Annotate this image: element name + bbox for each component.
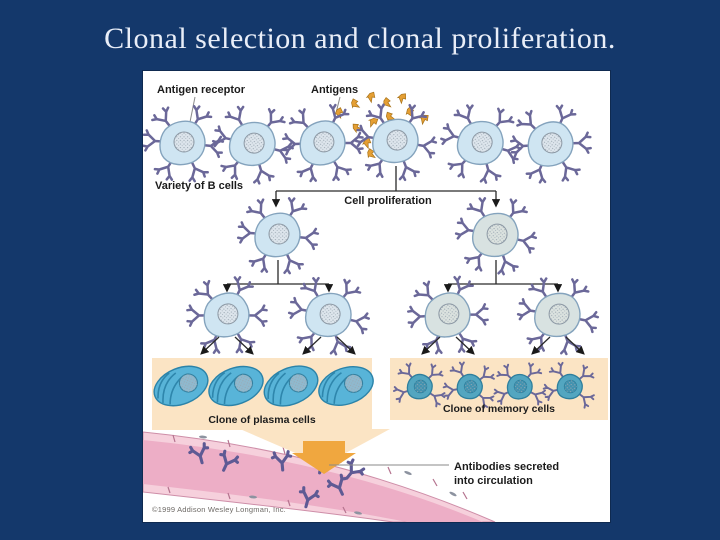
label-clone-of-plasma-cells: Clone of plasma cells bbox=[208, 414, 316, 426]
b-cell bbox=[435, 98, 528, 190]
antigen-icon bbox=[396, 91, 409, 105]
b-cell-row bbox=[143, 98, 597, 190]
b-cell bbox=[506, 100, 597, 189]
label-antigen-receptor: Antigen receptor bbox=[157, 84, 246, 96]
funnel-arrow bbox=[292, 441, 356, 474]
antigen-icon-bound bbox=[417, 112, 431, 125]
clone-memory-box: Clone of memory cells bbox=[390, 358, 608, 420]
diagram-panel: Antigen receptor Antigens bbox=[143, 71, 610, 522]
label-antibodies-secreted-line2: into circulation bbox=[454, 475, 533, 487]
antibodies-secreted-label: Antibodies secreted into circulation bbox=[329, 461, 559, 487]
b-cell bbox=[143, 104, 223, 183]
label-variety-of-b-cells: Variety of B cells bbox=[155, 180, 243, 192]
branch-lines-gen2 bbox=[222, 260, 563, 293]
antigen-receptor-pointer-line bbox=[189, 96, 196, 123]
label-antibodies-secreted-line1: Antibodies secreted bbox=[454, 461, 559, 473]
branch-lines: Cell proliferation bbox=[271, 166, 501, 208]
arrows-to-clones bbox=[200, 336, 585, 355]
b-cell bbox=[208, 100, 299, 189]
clonal-selection-diagram: Antigen receptor Antigens bbox=[143, 84, 608, 522]
label-antigens: Antigens bbox=[311, 84, 358, 96]
label-clone-of-memory-cells: Clone of memory cells bbox=[443, 403, 555, 415]
copyright-note: ©1999 Addison Wesley Longman, Inc. bbox=[152, 505, 286, 514]
label-cell-proliferation: Cell proliferation bbox=[344, 195, 432, 207]
slide-title: Clonal selection and clonal proliferatio… bbox=[104, 22, 616, 55]
antigen-icon bbox=[349, 97, 361, 110]
antigen-icon bbox=[365, 90, 378, 103]
clone-plasma-box: Clone of plasma cells bbox=[147, 357, 390, 474]
